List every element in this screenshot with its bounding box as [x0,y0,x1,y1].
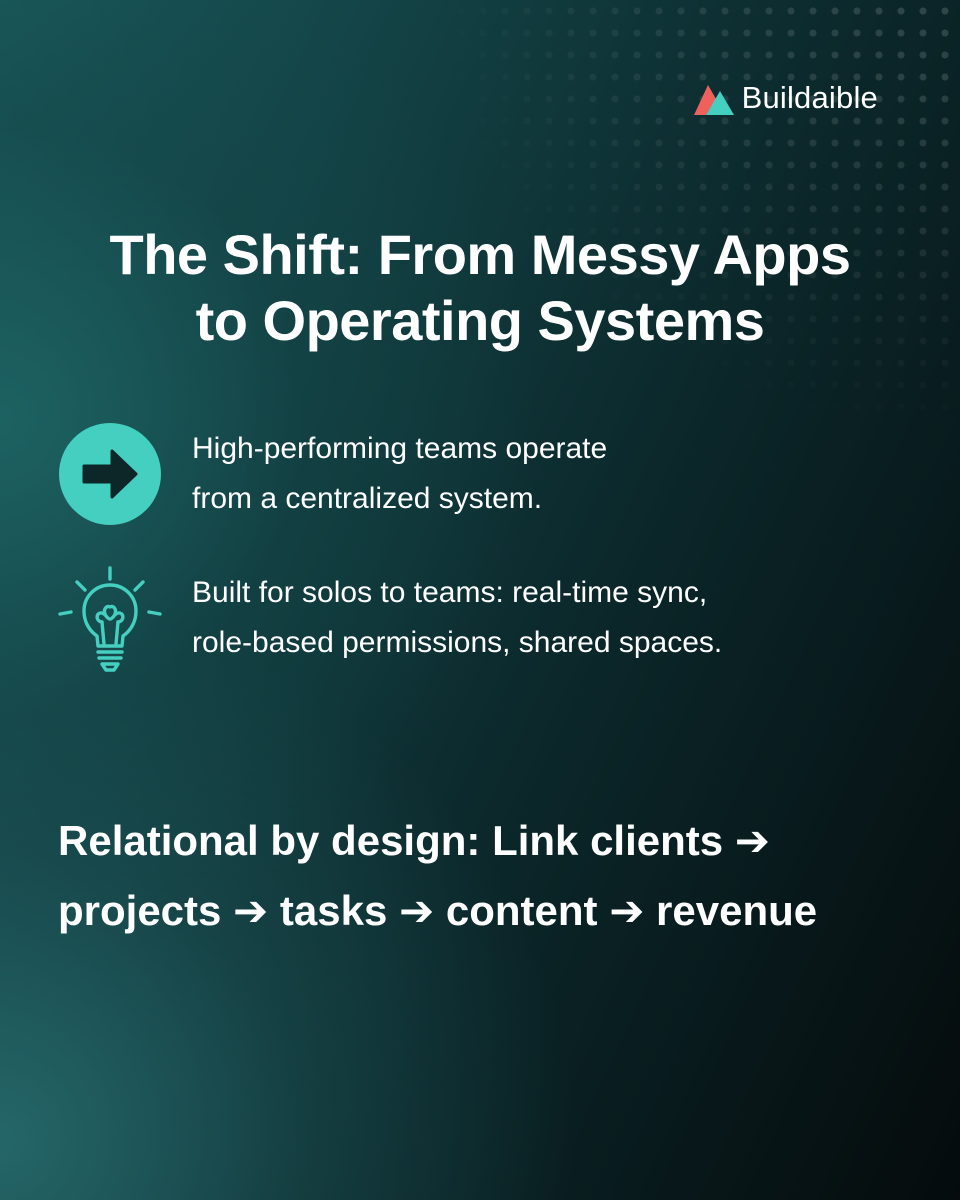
feature-1-line-2: from a centralized system. [192,482,543,515]
feature-2-line-2: role-based permissions, shared spaces. [192,626,723,659]
brand-logo: Buildaible [693,80,878,116]
feature-1-line-1: High-performing teams operate [192,432,608,465]
page-title-line-1: The Shift: From Messy Apps [109,223,851,286]
feature-2-text: Built for solos to teams: real-time sync… [192,568,872,668]
arrow-right-circle-icon [59,423,161,525]
buildaible-logo-icon [693,85,734,115]
page-title: The Shift: From Messy Apps to Operating … [40,222,920,354]
brand-name: Buildaible [741,80,878,115]
relational-statement: Relational by design: Link clients ➔ pro… [58,806,918,946]
relational-statement-line-2: projects ➔ tasks ➔ content ➔ revenue [58,887,818,934]
feature-1-text: High-performing teams operate from a cen… [192,424,872,524]
feature-centralized-system: High-performing teams operate from a cen… [56,420,872,528]
relational-statement-line-1: Relational by design: Link clients ➔ [58,817,770,864]
lightbulb-icon [58,566,162,672]
feature-2-line-1: Built for solos to teams: real-time sync… [192,576,708,609]
dot-pattern-decoration [340,0,960,520]
page-title-line-2: to Operating Systems [195,289,765,352]
feature-solos-to-teams: Built for solos to teams: real-time sync… [56,564,872,672]
